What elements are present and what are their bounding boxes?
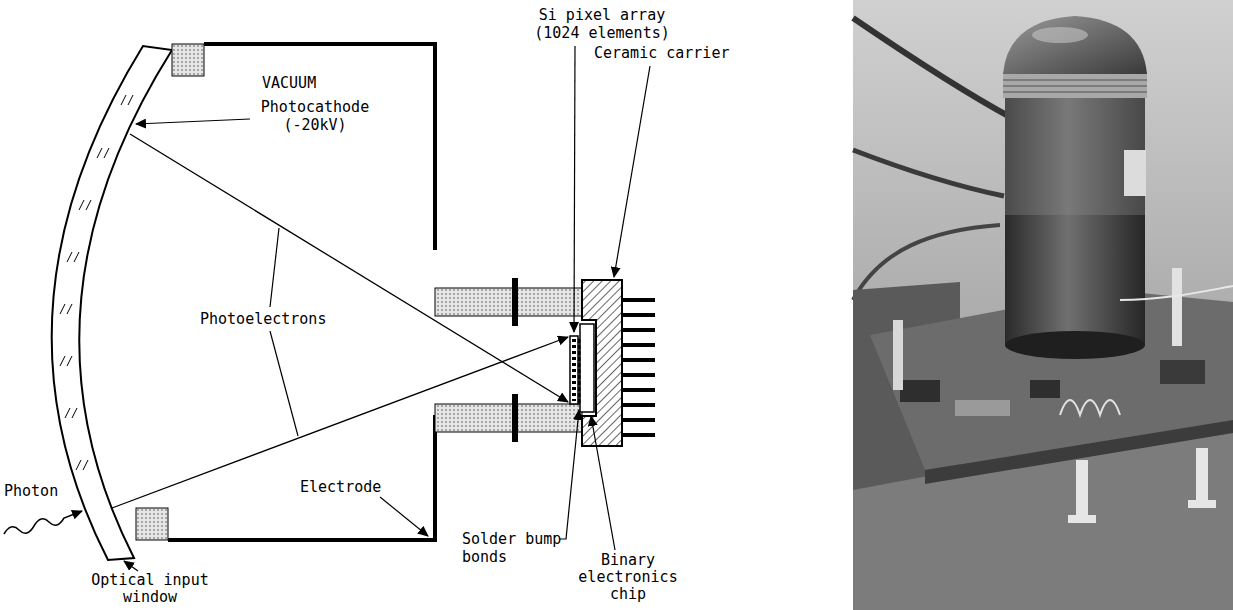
tube-upper: [1005, 95, 1145, 215]
leader-line: [380, 497, 428, 536]
board-wire: [1060, 400, 1120, 415]
part-label: Binary electronics chip: [572, 552, 684, 603]
cable: [853, 150, 1004, 196]
part-label: Solder bump bonds: [462, 530, 566, 566]
tube-body: [1005, 95, 1145, 345]
leader-line: [124, 561, 138, 571]
part-label: Electrode: [300, 478, 381, 496]
dome-highlight: [1032, 27, 1088, 43]
electronics-chip: [580, 324, 594, 412]
part-label: VACUUM: [262, 74, 316, 92]
insulator-tube: [435, 288, 582, 316]
pixels: [572, 339, 576, 401]
leader-line: [136, 119, 250, 124]
leader-line: [591, 416, 615, 550]
tube-dome: [1003, 16, 1147, 74]
standoff-post: [1076, 460, 1088, 520]
part-label: Photoelectrons: [200, 310, 326, 328]
electrode-wall: [168, 415, 435, 540]
signal-wire: [1120, 286, 1233, 300]
tube-bands: [1003, 72, 1147, 98]
flange: [512, 394, 518, 442]
standoff-post: [1172, 268, 1182, 346]
part-label: Photon: [4, 482, 58, 500]
standoff-post: [893, 320, 903, 390]
seal-ring: [136, 508, 168, 540]
photon-wave: [4, 511, 82, 534]
post-foot: [1188, 500, 1216, 508]
board-component: [1160, 360, 1205, 384]
tube-base: [1005, 331, 1145, 359]
part-label: Si pixel array (1024 elements): [530, 6, 674, 42]
tube-sticker: [1124, 150, 1146, 196]
board-component: [900, 380, 940, 402]
board-component: [1030, 380, 1060, 398]
electron-path: [112, 337, 568, 508]
photo-background: [853, 0, 1233, 610]
leader-line: [560, 410, 579, 539]
flange: [512, 278, 518, 326]
electrode-wall: [204, 44, 435, 250]
leader-line: [614, 66, 650, 277]
cable: [853, 18, 1012, 118]
insulator-tube: [435, 404, 582, 432]
part-label: Ceramic carrier: [594, 44, 729, 62]
board-component: [955, 400, 1010, 416]
seal-ring: [172, 44, 204, 76]
part-label: Photocathode (-20kV): [252, 98, 378, 134]
leader-line: [270, 331, 298, 436]
post-foot: [1068, 515, 1096, 523]
device-photo: [853, 0, 1233, 610]
connector-pins: [622, 300, 655, 435]
leader-line: [270, 228, 279, 307]
band-lines: [1003, 80, 1147, 92]
pixel-array: [570, 336, 578, 404]
glass-hatch: [60, 95, 133, 470]
standoff-post: [1196, 448, 1208, 504]
leader-line: [574, 46, 575, 332]
part-label: Optical input window: [80, 572, 220, 606]
